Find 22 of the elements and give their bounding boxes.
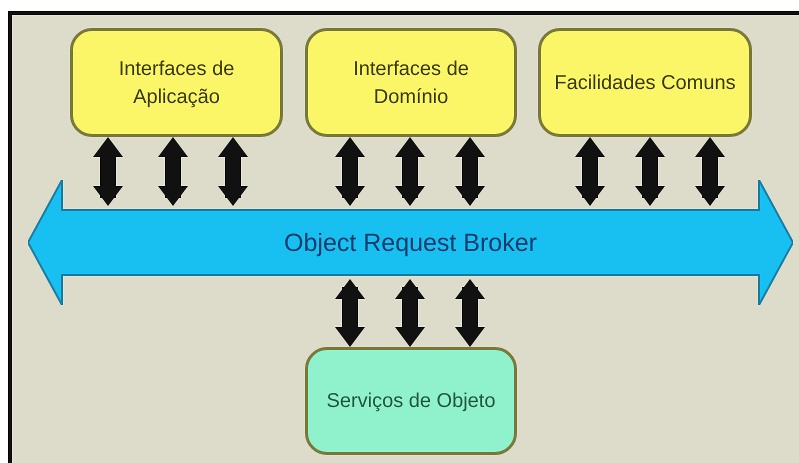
double-arrow [335,137,365,206]
double-arrow [395,279,425,347]
double-arrow [158,137,188,206]
double-arrow [218,137,248,206]
component-label: Interfaces de Domínio [352,56,470,110]
component-label: Facilidades Comuns [553,70,737,96]
component-box [305,347,517,455]
double-arrow [93,137,123,206]
double-arrow [575,137,605,206]
bus-arrow [28,180,793,305]
bus-label: Object Request Broker [283,228,538,256]
double-arrow [395,137,425,206]
double-arrow [455,137,485,206]
double-arrow [455,279,485,347]
component-box [305,28,517,137]
component-box [70,28,283,137]
double-arrow [635,137,665,206]
component-label: Interfaces de Aplicação [118,56,236,110]
component-label: Serviços de Objeto [326,389,496,414]
component-box [538,28,752,137]
double-arrow [335,279,365,347]
double-arrow [695,137,725,206]
